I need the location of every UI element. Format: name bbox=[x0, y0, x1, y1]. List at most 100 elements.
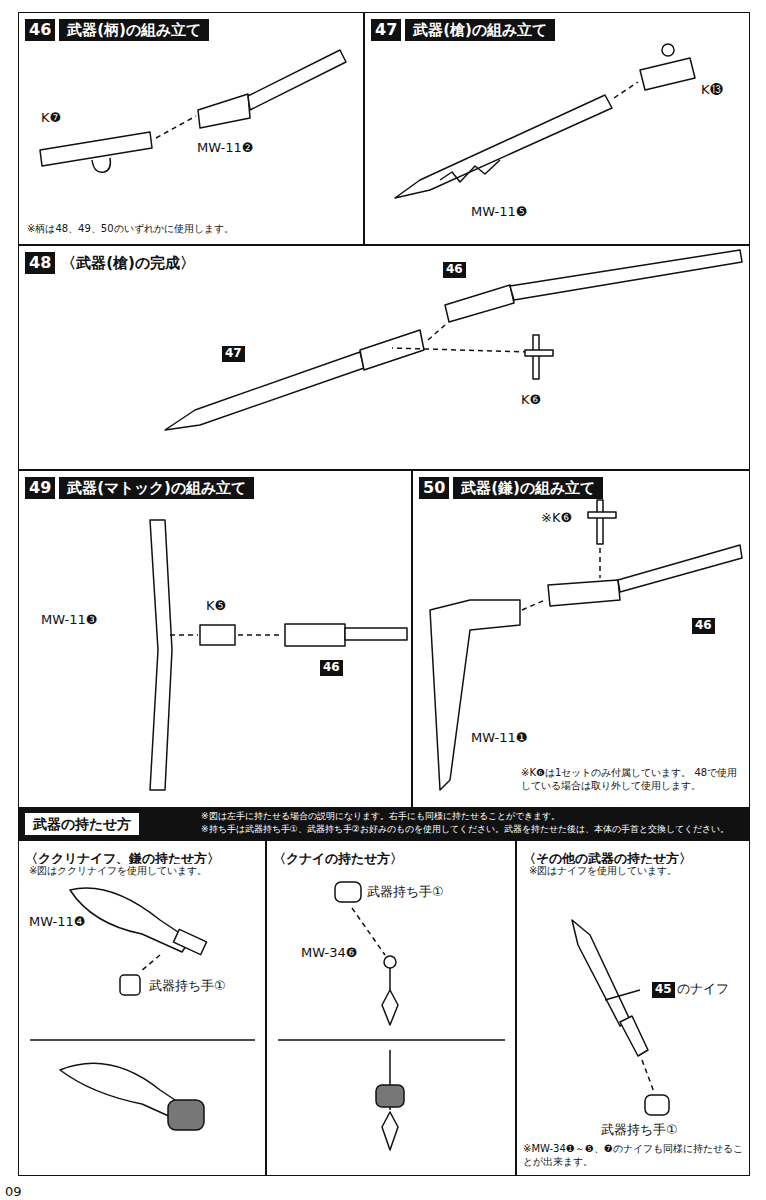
part-label: K❻ bbox=[520, 392, 542, 409]
step-panel: 49武器(マトック)の組み立て bbox=[18, 470, 412, 808]
step-panel: 46武器(柄)の組み立て bbox=[18, 12, 364, 245]
panel-heading: 武器の持たせ方 bbox=[25, 813, 139, 835]
pin-part bbox=[588, 512, 616, 518]
step-title: 武器の持たせ方 bbox=[25, 813, 139, 835]
kunai-blade bbox=[382, 1112, 398, 1150]
panel-heading: 47武器(槍)の組み立て bbox=[371, 19, 555, 41]
handle-part bbox=[285, 624, 345, 646]
part-label: 09 bbox=[4, 1184, 23, 1200]
knife-handle bbox=[620, 1016, 648, 1056]
leader-line bbox=[605, 990, 640, 1000]
spear-joint bbox=[360, 330, 424, 370]
part-label: ※K❻ bbox=[540, 510, 573, 527]
note-text: ※図は左手に持たせる場合の説明になります。右手にも同様に持たせることができます。 bbox=[200, 811, 561, 823]
kunai-ring bbox=[384, 956, 396, 968]
assembly-arrow bbox=[642, 1060, 654, 1092]
assembly-arrow bbox=[140, 955, 160, 972]
step-number: 48 bbox=[25, 252, 55, 274]
step-title: 武器(槍)の組み立て bbox=[405, 19, 555, 41]
step-number: 50 bbox=[419, 477, 449, 499]
part-label: 武器持ち手① bbox=[148, 978, 227, 995]
step-title: 武器(柄)の組み立て bbox=[59, 19, 209, 41]
step-title: 武器(鎌)の組み立て bbox=[453, 477, 603, 499]
step-title: 〈クナイの持たせ方〉 bbox=[273, 849, 403, 869]
step-number: 47 bbox=[371, 19, 401, 41]
part-label: MW-34❻ bbox=[300, 945, 358, 962]
pin-part bbox=[597, 500, 603, 544]
sickle-blade bbox=[430, 600, 520, 790]
note-text: ※持ち手は武器持ち手①、武器持ち手②お好みのものを使用してください。武器を持たせ… bbox=[200, 824, 730, 836]
part-label: K❺ bbox=[205, 598, 227, 615]
shaft-part bbox=[510, 250, 742, 300]
part-label: K⓭ bbox=[700, 82, 724, 99]
pin-part bbox=[525, 350, 553, 356]
part-label: 武器持ち手① bbox=[366, 884, 445, 901]
knife-blade bbox=[572, 920, 630, 1026]
assembly-arrow bbox=[156, 116, 196, 138]
panel-heading: 〈クナイの持たせ方〉 bbox=[273, 849, 403, 869]
callout-number: 46 bbox=[443, 262, 466, 278]
part-label: K❼ bbox=[40, 110, 62, 127]
mattock-blade bbox=[150, 520, 172, 790]
part-label: MW-11❸ bbox=[40, 612, 98, 629]
hand-part bbox=[120, 975, 140, 995]
spear-blade bbox=[395, 95, 612, 198]
shaft-part bbox=[248, 50, 346, 110]
part-label: MW-11❷ bbox=[196, 140, 254, 157]
assembly-arrow bbox=[392, 348, 528, 352]
step-panel: 〈ククリナイフ、鎌の持たせ方〉 bbox=[18, 840, 266, 1176]
note-text: ※図はナイフを使用しています。 bbox=[528, 864, 678, 877]
callout-number: 46 bbox=[692, 618, 715, 634]
handle-hook bbox=[92, 158, 110, 172]
part-label: のナイフ bbox=[676, 981, 730, 998]
spear-blade bbox=[165, 352, 364, 430]
divider-line bbox=[30, 1039, 255, 1041]
note-text: ※MW-34❶～❺、❼のナイフも同様に持たせることが出来ます。 bbox=[522, 1142, 746, 1168]
step-number: 46 bbox=[25, 19, 55, 41]
assembly-arrow bbox=[614, 82, 638, 98]
kukri-knife bbox=[70, 888, 190, 952]
assembly-arrow bbox=[428, 325, 445, 340]
kunai-grip bbox=[389, 968, 391, 990]
part-label: MW-11❹ bbox=[28, 914, 86, 931]
kunai-blade bbox=[382, 990, 398, 1025]
step-panel: 48〈武器(槍)の完成〉 bbox=[18, 245, 750, 470]
panel-heading: 48〈武器(槍)の完成〉 bbox=[25, 252, 197, 274]
blade-pattern bbox=[440, 160, 500, 182]
handle-part bbox=[548, 580, 620, 606]
shaft-part bbox=[618, 545, 742, 592]
joint-part bbox=[198, 94, 250, 128]
shaft-part bbox=[345, 628, 407, 640]
part-label: MW-11❺ bbox=[470, 204, 528, 221]
assembly-arrow bbox=[170, 634, 198, 636]
callout-number: 45 bbox=[652, 982, 675, 998]
assembly-arrow bbox=[522, 600, 545, 610]
note-text: ※K❻は1セットのみ付属しています。 48で使用している場合は取り外して使用しま… bbox=[520, 766, 746, 792]
assembly-arrow bbox=[238, 634, 282, 636]
panel-heading: 46武器(柄)の組み立て bbox=[25, 19, 209, 41]
part-label: 武器持ち手① bbox=[600, 1122, 679, 1139]
step-panel: 50武器(鎌)の組み立て bbox=[412, 470, 750, 808]
divider-line bbox=[278, 1039, 505, 1041]
hand-part bbox=[335, 882, 361, 902]
hand-part bbox=[376, 1085, 404, 1107]
pin-part bbox=[533, 335, 539, 379]
handle-part bbox=[445, 285, 514, 322]
cap-ring bbox=[662, 44, 674, 56]
assembly-arrow bbox=[599, 548, 601, 578]
step-number: 49 bbox=[25, 477, 55, 499]
panel-heading: 50武器(鎌)の組み立て bbox=[419, 477, 603, 499]
note-text: ※図はククリナイフを使用しています。 bbox=[28, 864, 208, 877]
callout-number: 46 bbox=[320, 660, 343, 676]
step-panel: 47武器(槍)の組み立て bbox=[364, 12, 750, 245]
cap-part bbox=[640, 58, 695, 90]
note-text: ※柄は48、49、50のいずれかに使用します。 bbox=[26, 222, 235, 235]
step-title: 武器(マトック)の組み立て bbox=[59, 477, 254, 499]
kukri-handle bbox=[173, 929, 206, 954]
callout-number: 47 bbox=[222, 346, 245, 362]
hand-part bbox=[645, 1095, 669, 1115]
hand-part bbox=[168, 1100, 204, 1130]
panel-heading: 49武器(マトック)の組み立て bbox=[25, 477, 254, 499]
part-label: MW-11❶ bbox=[470, 730, 528, 747]
